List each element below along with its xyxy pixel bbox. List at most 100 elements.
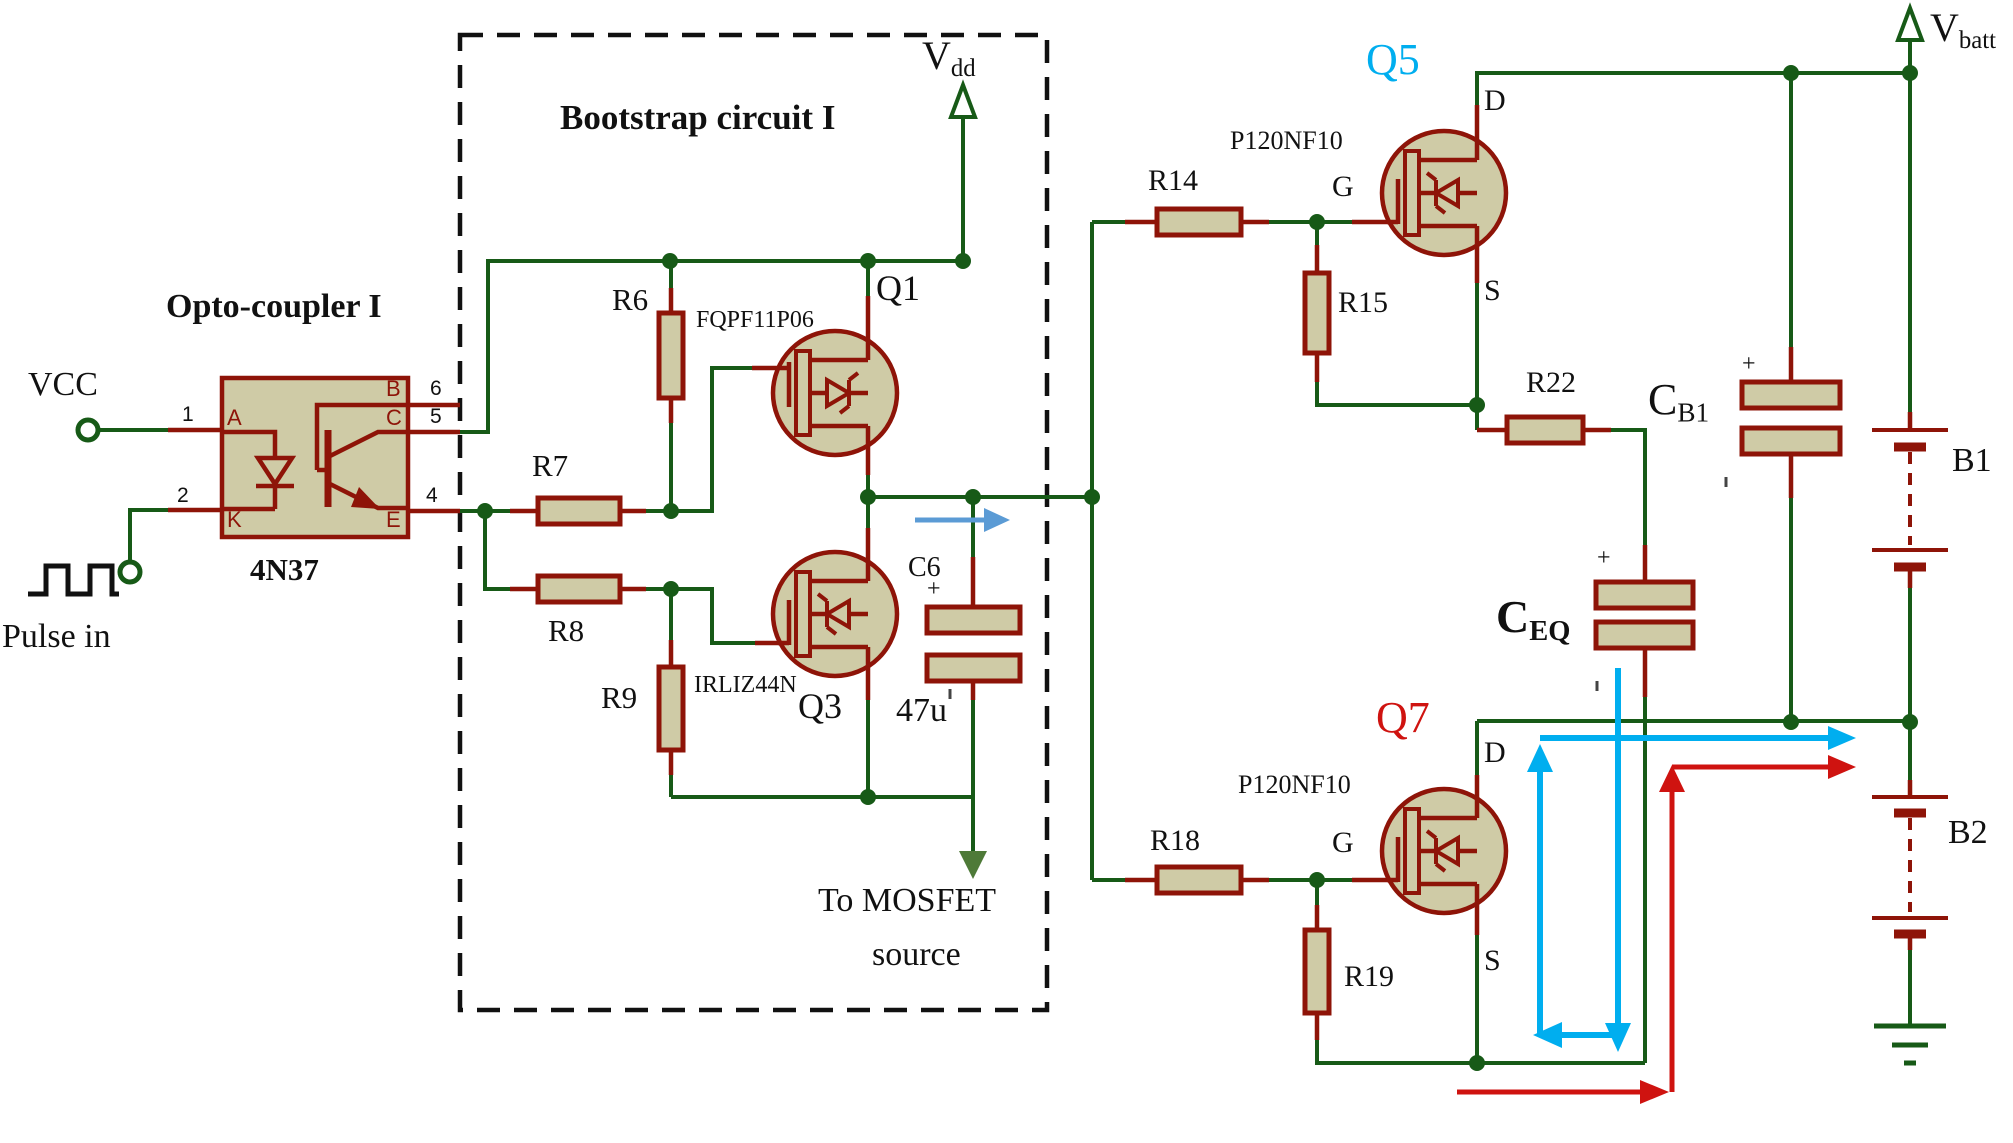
red-up-arrow-icon <box>1659 765 1685 792</box>
vcc-terminal-icon <box>75 417 101 443</box>
led-diode-icon <box>253 455 297 489</box>
ceq-plus-mark: + <box>1597 545 1611 571</box>
r22-label: R22 <box>1526 366 1577 399</box>
ceq-base: C <box>1496 591 1530 642</box>
c6-ref-label: C6 <box>908 552 941 583</box>
opto-pin-e: E <box>386 507 401 532</box>
red-bottom-arrow-icon <box>1640 1080 1669 1104</box>
opto-part-label: 4N37 <box>250 552 319 587</box>
resistors <box>535 206 1586 1016</box>
ceq-sub: EQ <box>1529 615 1571 647</box>
c6-value-label: 47u <box>896 692 947 729</box>
to-mosfet-source-line1: To MOSFET <box>818 882 997 919</box>
r19-label: R19 <box>1344 960 1395 993</box>
vcc-label: VCC <box>28 366 98 403</box>
opto-pin-b: B <box>386 376 401 401</box>
opto-pin-1: 1 <box>182 403 194 426</box>
resistor-r8 <box>535 573 623 605</box>
vbatt-label: Vbatt <box>1930 8 1996 54</box>
cyan-up-arrow-icon <box>1527 744 1553 772</box>
q7-drain-label: D <box>1484 736 1506 769</box>
ceq-label: CEQ <box>1496 594 1570 647</box>
vbatt-power-terminal-icon <box>1895 2 1925 42</box>
q3-ref-label: Q3 <box>798 686 842 726</box>
b2-label: B2 <box>1948 814 1988 851</box>
mosfet-q1-icon <box>773 331 897 455</box>
q7-gate-label: G <box>1332 826 1354 859</box>
vbatt-sub: batt <box>1958 26 1997 54</box>
cb1-plus-mark: + <box>1742 351 1756 377</box>
r6-label: R6 <box>612 282 649 317</box>
capacitor-c6-plate-bottom <box>924 652 1023 684</box>
vdd-base: V <box>922 33 951 78</box>
q5-gate-label: G <box>1332 170 1354 203</box>
q7-source-label: S <box>1484 944 1501 977</box>
opto-pin-a: A <box>227 405 242 430</box>
q5-drain-label: D <box>1484 84 1506 117</box>
vdd-sub: dd <box>950 54 976 82</box>
capacitor-cb1-plate-bottom <box>1739 425 1843 457</box>
blue-arrow-icon <box>984 508 1010 532</box>
cyan-left-arrow-icon <box>1533 1022 1562 1048</box>
component-leads <box>168 105 1913 1040</box>
opto-pin-6: 6 <box>430 377 442 400</box>
vbatt-base: V <box>1930 5 1959 50</box>
capacitor-ceq-plate-bottom <box>1593 619 1696 651</box>
opto-pin-k: K <box>227 507 242 532</box>
b1-label: B1 <box>1952 442 1992 479</box>
resistor-r19 <box>1302 927 1332 1016</box>
pulse-in-label: Pulse in <box>2 618 111 655</box>
opto-pin-2: 2 <box>177 484 189 507</box>
capacitor-c6-plate-top <box>924 604 1023 636</box>
q7-ref-label: Q7 <box>1376 693 1430 742</box>
resistor-r15 <box>1302 270 1332 356</box>
battery-b1-icon <box>1872 428 1948 572</box>
pulse-terminal-icon <box>117 559 143 585</box>
cb1-base: C <box>1648 375 1678 424</box>
optocoupler-symbol <box>219 375 411 540</box>
opto-pin-5: 5 <box>430 405 442 428</box>
mosfet-q5-icon <box>1382 131 1506 255</box>
r15-label: R15 <box>1338 286 1389 319</box>
resistor-r7 <box>535 495 623 527</box>
current-path-annotations <box>915 508 1856 1104</box>
resistor-r22 <box>1504 414 1586 446</box>
r18-label: R18 <box>1150 824 1201 857</box>
q5-part-label: P120NF10 <box>1230 126 1343 155</box>
junction-dots <box>477 65 1918 1071</box>
emitter-arrow-icon <box>351 487 380 509</box>
r7-label: R7 <box>532 448 569 483</box>
r9-label: R9 <box>601 680 638 715</box>
cyan-right-arrow-icon <box>1828 726 1856 750</box>
vdd-label: Vdd <box>922 36 976 82</box>
bootstrap-heading: Bootstrap circuit I <box>560 98 836 137</box>
resistor-r9 <box>656 664 686 753</box>
red-right-arrow-icon <box>1828 755 1856 779</box>
cb1-label: CB1 <box>1648 378 1709 427</box>
q1-part-label: FQPF11P06 <box>696 307 814 333</box>
opto-heading: Opto-coupler I <box>166 288 382 325</box>
cb1-sub: B1 <box>1677 397 1710 428</box>
c6-plus-mark: + <box>927 576 941 602</box>
bootstrap-dashed-box <box>457 32 1050 1013</box>
q5-source-label: S <box>1484 274 1501 307</box>
wires-green <box>99 40 1912 1065</box>
battery-b2-icon <box>1872 795 1948 939</box>
vdd-power-terminal-icon <box>948 79 978 119</box>
to-mosfet-source-line2: source <box>872 936 961 973</box>
capacitor-cb1-plate-top <box>1739 379 1843 411</box>
q5-ref-label: Q5 <box>1366 35 1420 84</box>
resistor-r6 <box>656 310 686 401</box>
q1-ref-label: Q1 <box>876 268 920 308</box>
square-wave-icon <box>28 563 119 597</box>
capacitor-minus-marks <box>948 477 1728 699</box>
opto-pin-4: 4 <box>426 484 438 507</box>
capacitors <box>924 379 1843 684</box>
r8-label: R8 <box>548 613 585 648</box>
q3-part-label: IRLIZ44N <box>694 672 797 698</box>
mosfet-q7-icon <box>1382 789 1506 913</box>
r14-label: R14 <box>1148 164 1199 197</box>
mosfet-q3-icon <box>773 552 897 676</box>
